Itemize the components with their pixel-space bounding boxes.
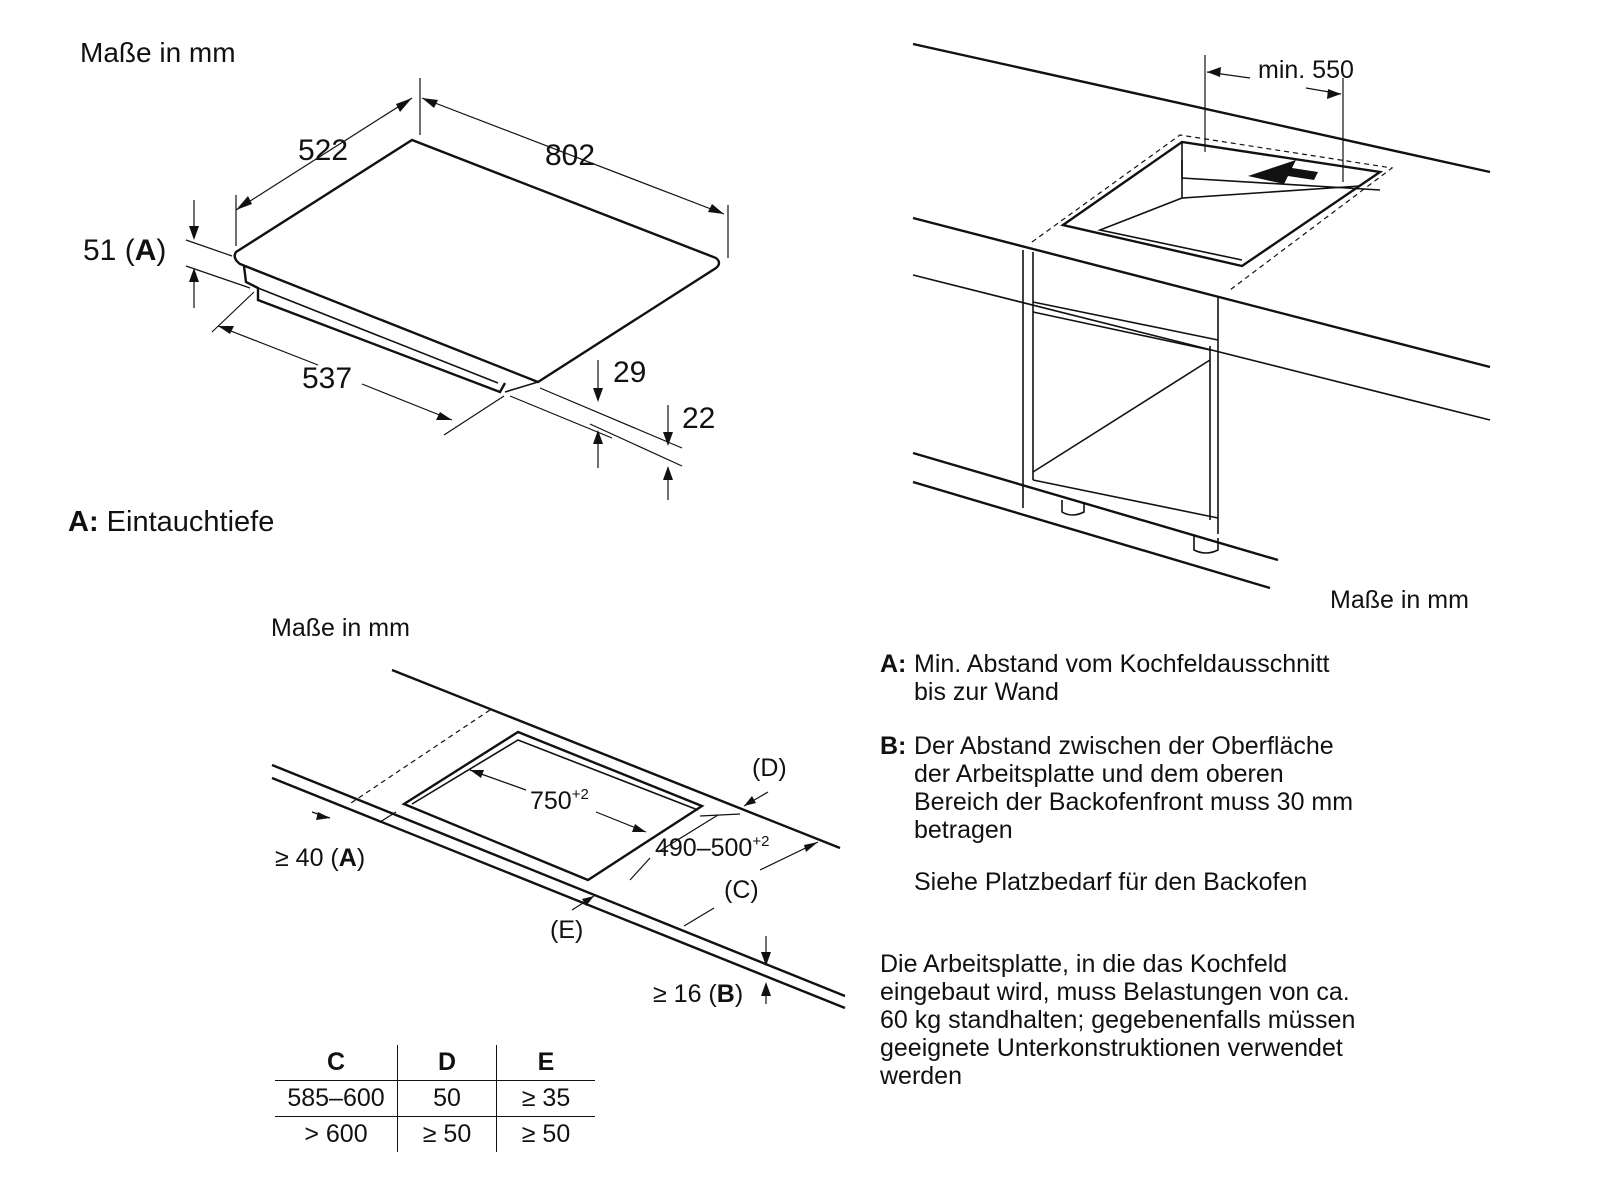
label-B-16: ≥ 16 (B) <box>653 980 743 1008</box>
dimension-table: C D E 585–600 50 ≥ 35 > 600 ≥ 50 ≥ 50 <box>275 1045 595 1152</box>
note-A-text: Min. Abstand vom Kochfeldausschnitt bis … <box>914 650 1330 706</box>
note-A-key: A: <box>880 650 907 678</box>
table-cell: ≥ 50 <box>496 1116 595 1152</box>
label-C: (C) <box>724 876 759 904</box>
label-D: (D) <box>752 754 787 782</box>
table-row: 585–600 50 ≥ 35 <box>275 1080 595 1117</box>
label-A-40: ≥ 40 (A) <box>275 844 365 872</box>
table-cell: 585–600 <box>275 1080 398 1117</box>
note-B: B: Der Abstand zwischen der Oberfläche d… <box>880 732 1353 844</box>
dim-490-500: 490–500+2 <box>655 833 769 862</box>
hob-underside <box>242 265 507 394</box>
table-cell: ≥ 35 <box>496 1080 595 1117</box>
dim-min-550: min. 550 <box>1258 56 1354 84</box>
dim-51-A: 51 (A) <box>83 234 166 267</box>
unit-label-top-left: Maße in mm <box>80 37 236 68</box>
dim-522: 522 <box>298 134 348 167</box>
table-cell: 50 <box>397 1080 497 1117</box>
note-B-text: Der Abstand zwischen der Oberfläche der … <box>914 732 1354 844</box>
note-B-key: B: <box>880 732 907 760</box>
dim-750: 750+2 <box>530 786 589 815</box>
dim-802: 802 <box>545 139 595 172</box>
table-cell: > 600 <box>304 1120 368 1148</box>
hob-outline <box>233 138 721 384</box>
dim-22: 22 <box>682 402 715 435</box>
dim-29: 29 <box>613 356 646 389</box>
hob-drawing: Maße in mm 522 802 51 (A) 537 <box>80 37 729 500</box>
installation-drawing: min. 550 Maße in mm <box>912 42 1491 614</box>
note-extra: Siehe Platzbedarf für den Backofen <box>914 868 1308 896</box>
unit-label-bottom-left: Maße in mm <box>271 614 410 642</box>
unit-label-top-right: Maße in mm <box>1330 586 1469 614</box>
table-header-E: E <box>496 1045 595 1081</box>
legend-A-key: A: <box>68 506 99 538</box>
legend-A-text: Eintauchtiefe <box>106 506 275 538</box>
table-cell: ≥ 50 <box>397 1116 497 1152</box>
label-E: (E) <box>550 916 583 944</box>
worktop-note: Die Arbeitsplatte, in die das Kochfeld e… <box>880 950 1356 1090</box>
table-header-C: C <box>275 1045 398 1081</box>
table-row: > 600 ≥ 50 ≥ 50 <box>275 1116 595 1152</box>
note-A: A: Min. Abstand vom Kochfeldausschnitt b… <box>880 650 1330 706</box>
dim-537: 537 <box>302 362 352 395</box>
table-header-D: D <box>397 1045 497 1081</box>
legend-A: A: Eintauchtiefe <box>68 506 275 538</box>
cutout-drawing: Maße in mm 750+2 490–500+2 (D) (C) <box>271 614 846 1010</box>
